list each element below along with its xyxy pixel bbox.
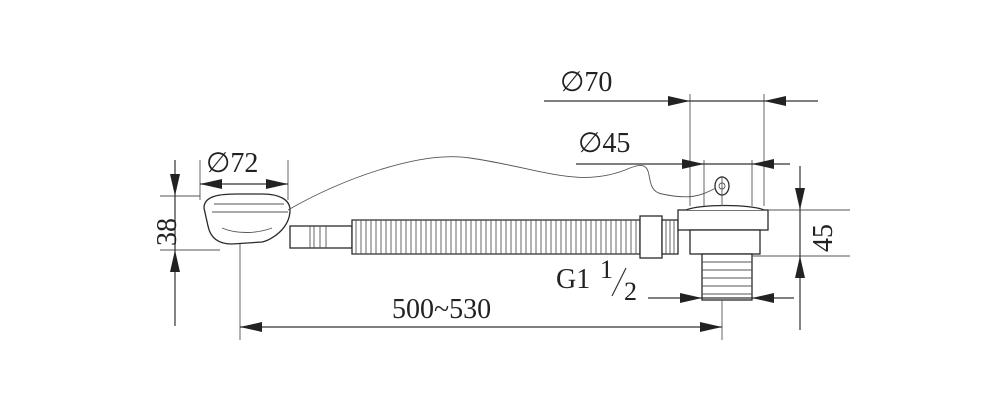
overflow-head bbox=[203, 193, 291, 290]
label-waste-height: 45 bbox=[808, 224, 839, 252]
dimension-waste-height: 45 bbox=[752, 166, 850, 330]
label-thread: G1 bbox=[556, 264, 590, 295]
label-waste-diameter: ∅70 bbox=[560, 67, 612, 98]
label-waste-inner-diameter: ∅45 bbox=[578, 128, 630, 159]
waste-body bbox=[677, 176, 769, 301]
label-thread-denominator: 2 bbox=[624, 277, 637, 306]
label-overflow-diameter: ∅72 bbox=[206, 148, 258, 179]
label-overflow-height: 38 bbox=[152, 218, 183, 246]
hose-nut bbox=[639, 215, 679, 259]
dimension-length: 500~530 bbox=[239, 290, 723, 340]
dimension-overflow-diameter: ∅72 bbox=[199, 148, 289, 200]
overflow-connector bbox=[289, 225, 353, 249]
control-cable bbox=[287, 156, 717, 211]
dimension-waste-diameter: ∅70 bbox=[544, 67, 818, 206]
corrugated-hose bbox=[351, 219, 641, 255]
dimension-overflow-height: 38 bbox=[152, 160, 220, 326]
dimension-waste-inner-diameter: ∅45 bbox=[576, 128, 790, 206]
label-length: 500~530 bbox=[392, 294, 491, 325]
dimension-thread: G1 1 2 bbox=[556, 255, 794, 306]
label-thread-numerator: 1 bbox=[600, 255, 613, 284]
